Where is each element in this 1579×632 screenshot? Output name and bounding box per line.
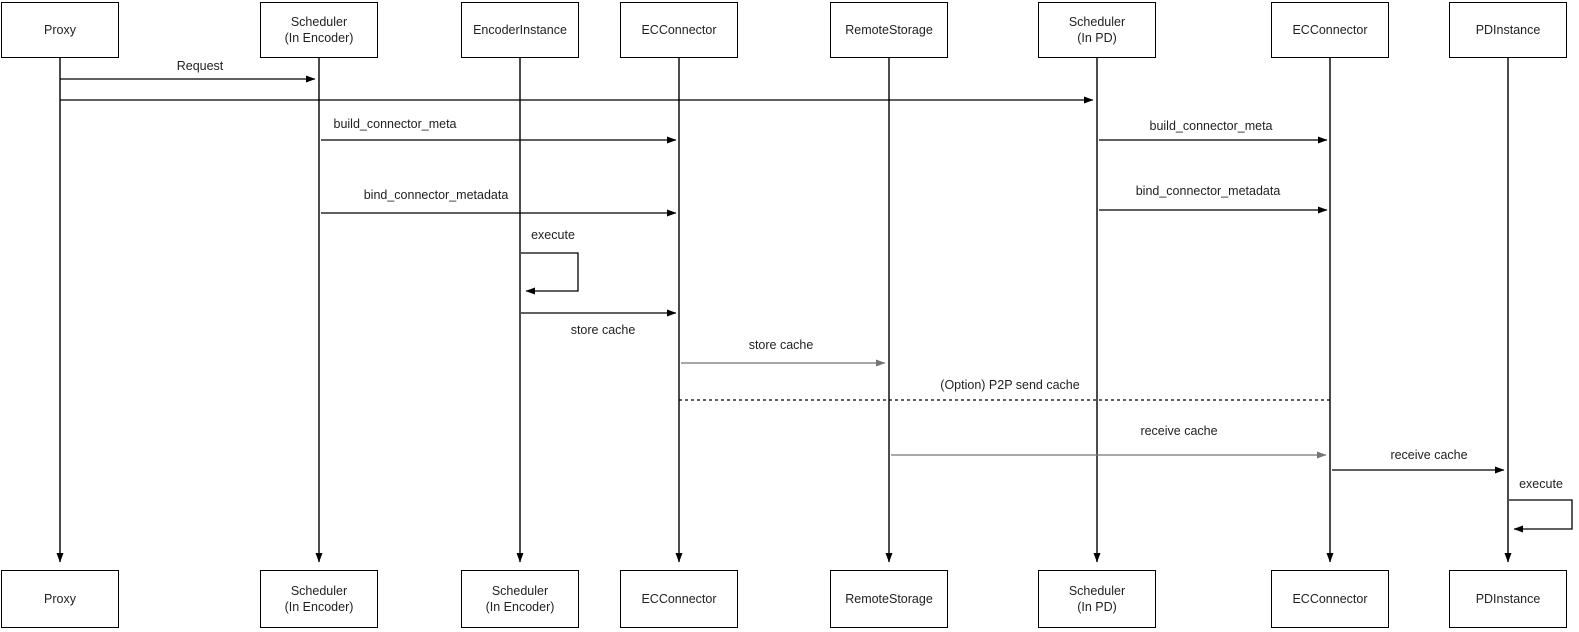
participant-label: Proxy — [44, 591, 76, 606]
participant-label: ECConnector — [641, 22, 717, 37]
participant-label: Scheduler (In PD) — [1068, 14, 1126, 45]
participant-box-top-encoder-instance: EncoderInstance — [461, 2, 579, 58]
participant-label: EncoderInstance — [473, 22, 567, 37]
message-label-receive-cache-1: receive cache — [1140, 424, 1218, 438]
participant-label: Scheduler (In Encoder) — [284, 583, 354, 614]
participant-box-top-scheduler-in-pd: Scheduler (In PD) — [1038, 2, 1156, 58]
message-label-build-connector-meta-pd: build_connector_meta — [1149, 119, 1273, 133]
message-label-bind-connector-metadata-pd: bind_connector_metadata — [1135, 184, 1281, 198]
message-label-build-connector-meta-encoder: build_connector_meta — [333, 117, 457, 131]
participant-label: Proxy — [44, 22, 76, 37]
participant-box-bottom-ec-connector-pd: ECConnector — [1271, 570, 1389, 628]
message-label-execute-encoder: execute — [531, 228, 575, 242]
participant-box-top-proxy: Proxy — [1, 2, 119, 58]
participant-label: ECConnector — [641, 591, 717, 606]
participant-label: RemoteStorage — [845, 22, 933, 37]
message-label-store-cache-1: store cache — [570, 323, 636, 337]
participant-label: Scheduler (In PD) — [1068, 583, 1126, 614]
message-label-p2p-send-cache: (Option) P2P send cache — [940, 378, 1080, 392]
message-arrows — [60, 75, 1573, 533]
participant-label: PDInstance — [1475, 591, 1541, 606]
participant-label: ECConnector — [1292, 591, 1368, 606]
participant-box-bottom-ec-connector: ECConnector — [620, 570, 738, 628]
participant-box-bottom-proxy: Proxy — [1, 570, 119, 628]
participant-box-top-remote-storage: RemoteStorage — [830, 2, 948, 58]
participant-box-top-ec-connector-pd: ECConnector — [1271, 2, 1389, 58]
arrow-execute-self-loop-encoder — [521, 252, 579, 295]
participant-label: RemoteStorage — [845, 591, 933, 606]
participant-label: Scheduler (In Encoder) — [284, 14, 354, 45]
participant-box-bottom-remote-storage: RemoteStorage — [830, 570, 948, 628]
message-label-bind-connector-metadata-encoder: bind_connector_metadata — [363, 188, 509, 202]
participant-box-top-scheduler-in-encoder: Scheduler (In Encoder) — [260, 2, 378, 58]
participant-label: PDInstance — [1475, 22, 1541, 37]
lifelines — [56, 58, 1512, 563]
message-label-request: Request — [176, 59, 224, 73]
participant-box-top-ec-connector: ECConnector — [620, 2, 738, 58]
message-label-execute-pd: execute — [1519, 477, 1563, 491]
message-label-store-cache-2: store cache — [748, 338, 814, 352]
participant-label: ECConnector — [1292, 22, 1368, 37]
participant-box-bottom-scheduler-in-encoder: Scheduler (In Encoder) — [260, 570, 378, 628]
participant-box-bottom-scheduler-in-encoder-2: Scheduler (In Encoder) — [461, 570, 579, 628]
arrow-execute-self-loop-pd — [1509, 499, 1573, 533]
participant-box-top-pd-instance: PDInstance — [1449, 2, 1567, 58]
participant-box-bottom-pd-instance: PDInstance — [1449, 570, 1567, 628]
participant-box-bottom-scheduler-in-pd: Scheduler (In PD) — [1038, 570, 1156, 628]
message-label-receive-cache-2: receive cache — [1390, 448, 1468, 462]
participant-label: Scheduler (In Encoder) — [485, 583, 555, 614]
